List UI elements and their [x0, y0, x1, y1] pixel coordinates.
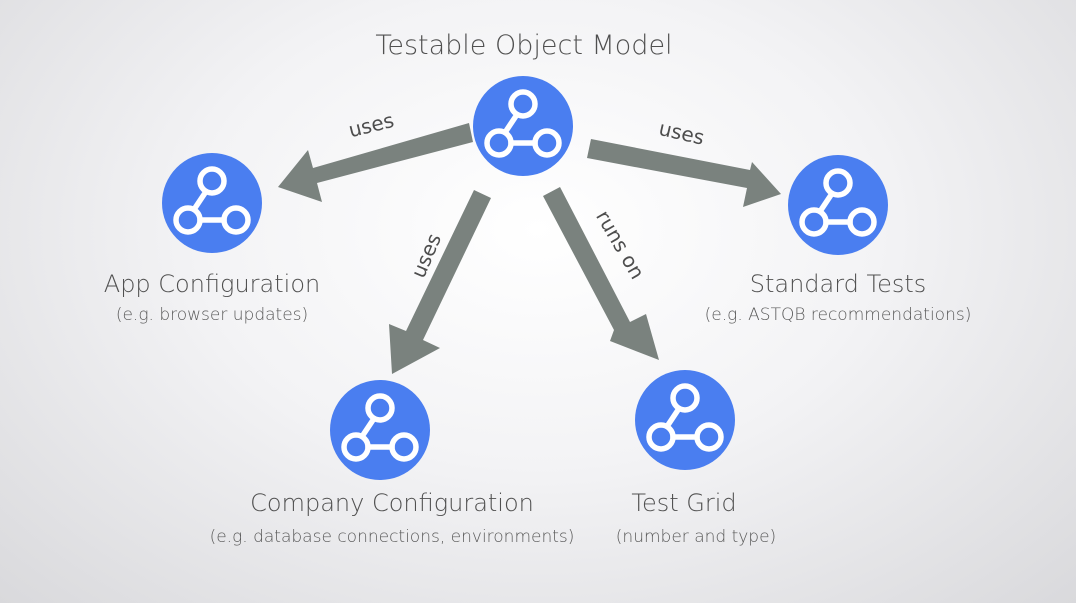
standard-tests-node-icon: [788, 155, 888, 255]
company-config-title: Company Configuration: [250, 489, 534, 517]
app-config-node-icon: [162, 153, 262, 253]
arrow-to-standard-tests: [587, 139, 781, 207]
arrow-to-app-config: [278, 123, 473, 202]
arrow-to-company-config: [389, 190, 491, 374]
test-grid-title: Test Grid: [631, 489, 737, 517]
test-grid-node-icon: [635, 370, 735, 470]
root-title: Testable Object Model: [375, 30, 673, 61]
standard-tests-subtitle: (e.g. ASTQB recommendations): [704, 305, 972, 325]
company-config-node-icon: [330, 380, 430, 480]
company-config-subtitle: (e.g. database connections, environments…: [209, 527, 575, 547]
root-node-icon: [473, 76, 573, 176]
arrow-to-test-grid: [543, 187, 659, 360]
standard-tests-title: Standard Tests: [749, 270, 927, 298]
app-config-subtitle: (e.g. browser updates): [115, 305, 309, 325]
app-config-title: App Configuration: [103, 270, 321, 298]
test-grid-subtitle: (number and type): [615, 527, 777, 547]
